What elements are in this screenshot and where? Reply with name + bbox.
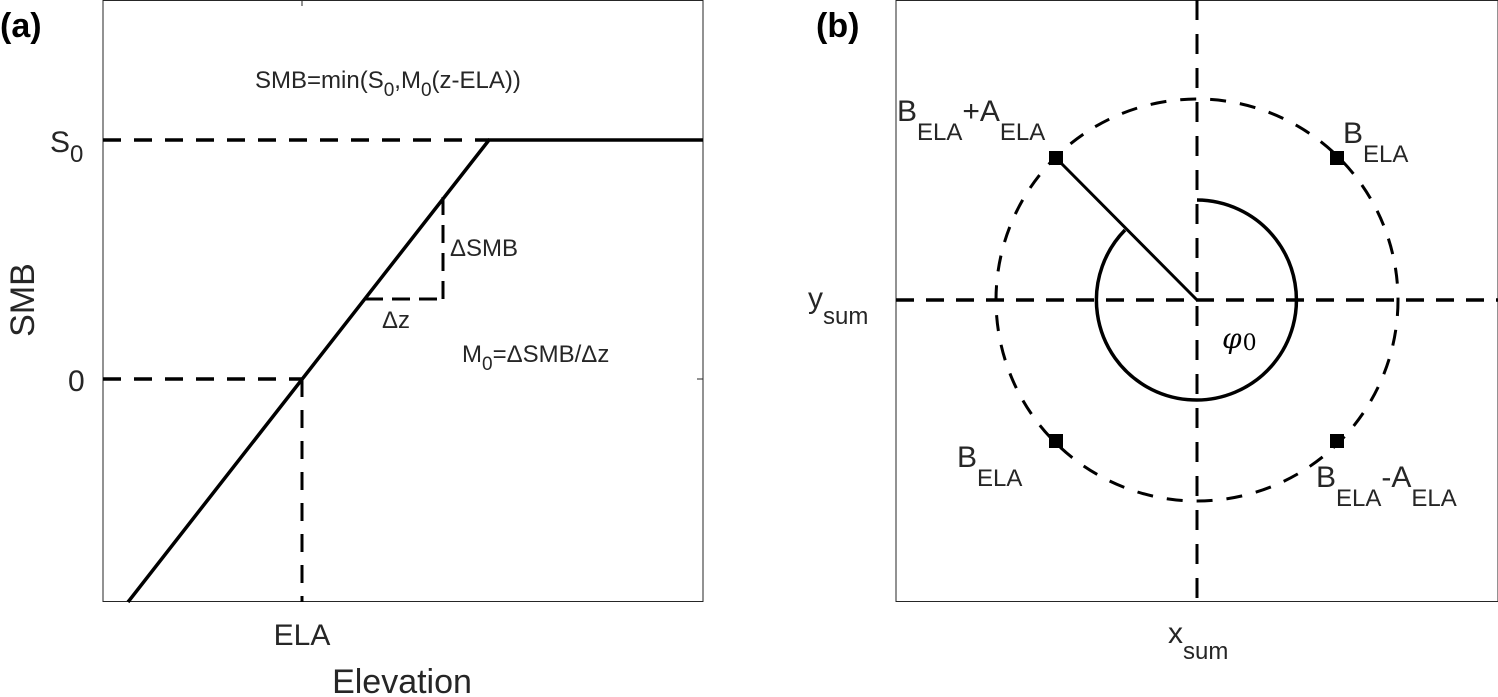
x-axis-label-elevation: Elevation xyxy=(332,663,472,697)
ytick-zero: 0 xyxy=(68,365,85,398)
panel-a-axes-box xyxy=(102,0,704,602)
amplitude-dashed-circle xyxy=(994,97,1400,503)
phase-radius-line xyxy=(1054,156,1199,302)
y-axis-label-ysum: ysum xyxy=(808,282,868,330)
x-axis-label-xsum: xsum xyxy=(1168,617,1228,665)
phase-label: φ0 xyxy=(1222,322,1257,356)
xtick-ela: ELA xyxy=(274,619,331,652)
label-b-ela-top-right: BELA xyxy=(1343,117,1408,168)
slope-formula: M0=ΔSMB/Δz xyxy=(462,341,609,375)
label-b-ela-plus-a-ela: BELA+AELA xyxy=(897,95,1045,146)
panel-a-tag: (a) xyxy=(0,7,42,45)
point-marker-bottom-right xyxy=(1330,434,1344,448)
smb-curve xyxy=(126,138,703,604)
panel-a: (a) SMB=min(S0,M0(z-ELA)) ΔSMB Δz M0=ΔSM… xyxy=(0,0,704,697)
point-marker-top-left xyxy=(1049,151,1063,165)
label-b-ela-minus-a-ela: BELA-AELA xyxy=(1316,461,1457,512)
delta-z-label: Δz xyxy=(382,307,410,334)
point-marker-bottom-left xyxy=(1049,434,1063,448)
delta-smb-label: ΔSMB xyxy=(450,235,518,262)
y-axis-label-smb: SMB xyxy=(4,263,42,337)
label-b-ela-bottom-left: BELA xyxy=(957,441,1022,492)
ytick-s0: S0 xyxy=(50,126,83,168)
smb-formula: SMB=min(S0,M0(z-ELA)) xyxy=(255,67,521,101)
panel-b: (b) BELA+AELA BELA BELA BELA-AELA φ0 ysu… xyxy=(808,0,1498,665)
point-marker-top-right xyxy=(1330,151,1344,165)
panel-b-tag: (b) xyxy=(816,7,859,45)
phase-arc xyxy=(1094,198,1299,402)
